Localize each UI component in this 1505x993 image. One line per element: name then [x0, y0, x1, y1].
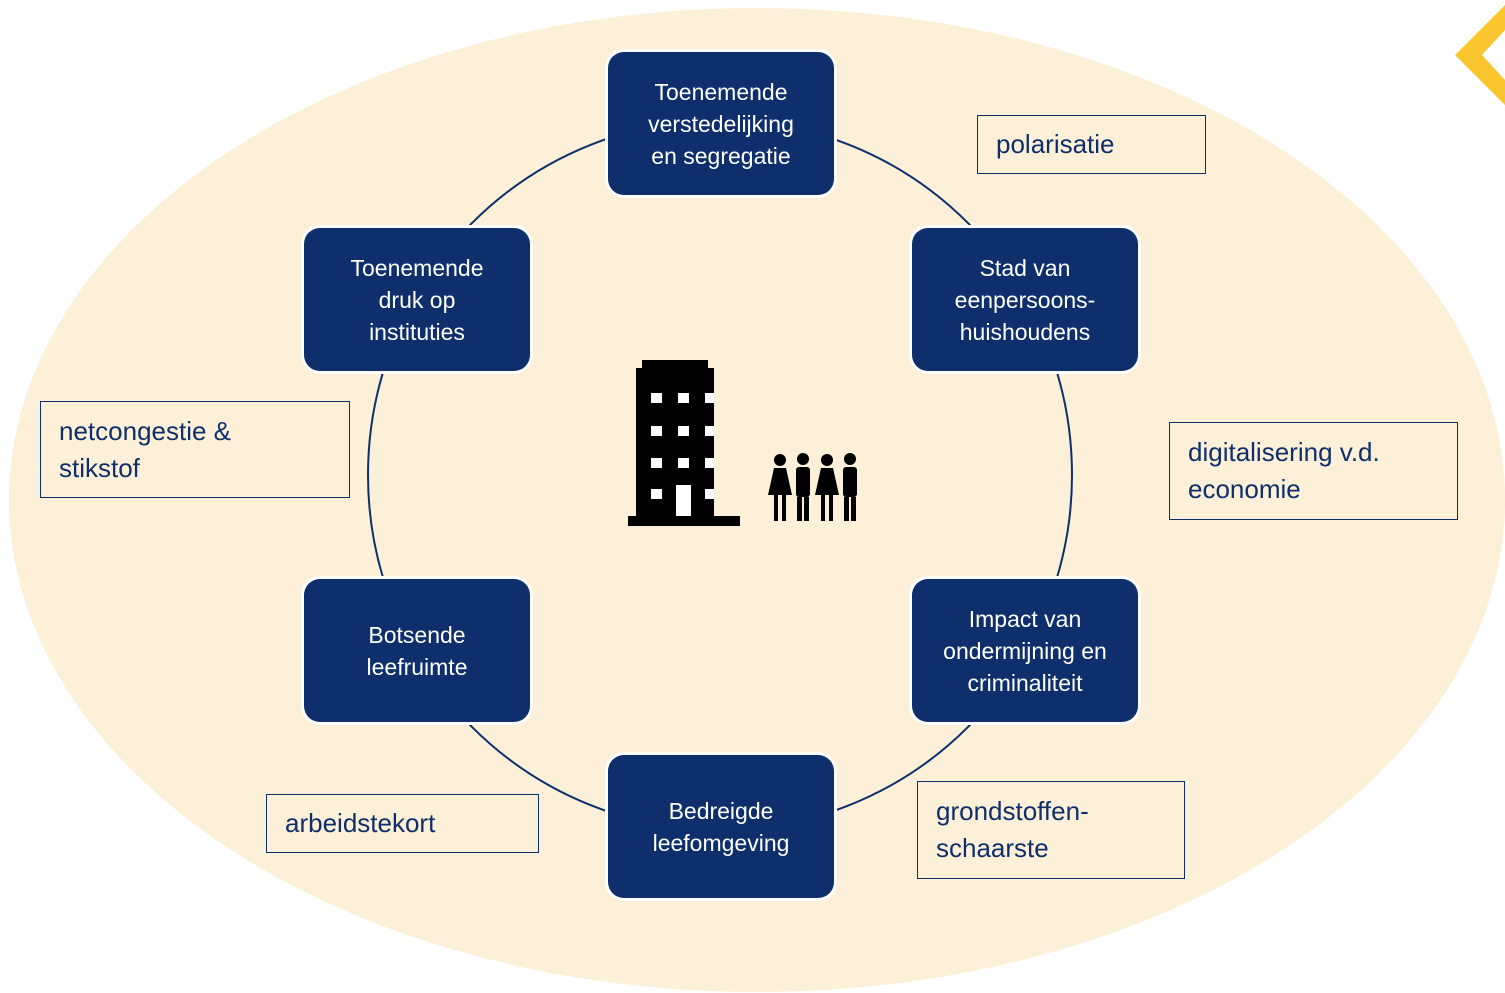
node-eenpersoonshuishoudens: Stad van eenpersoons- huishoudens [912, 228, 1138, 371]
center-icons [628, 360, 857, 526]
tag-polarisatie: polarisatie [977, 115, 1206, 174]
node-leefruimte: Botsende leefruimte [304, 579, 530, 722]
office-building-icon [628, 360, 740, 526]
tag-arbeidstekort: arbeidstekort [266, 794, 539, 853]
corner-accent-shape [1455, 5, 1505, 105]
node-ondermijning: Impact van ondermijning en criminaliteit [912, 579, 1138, 722]
node-leefomgeving: Bedreigde leefomgeving [608, 755, 834, 898]
node-instituties: Toenemende druk op instituties [304, 228, 530, 371]
node-verstedelijking: Toenemende verstedelijking en segregatie [608, 52, 834, 195]
people-group-icon [768, 453, 857, 521]
tag-netcongestie: netcongestie & stikstof [40, 401, 350, 498]
tag-digitalisering: digitalisering v.d. economie [1169, 422, 1458, 520]
tag-grondstoffenschaarste: grondstoffen- schaarste [917, 781, 1185, 879]
